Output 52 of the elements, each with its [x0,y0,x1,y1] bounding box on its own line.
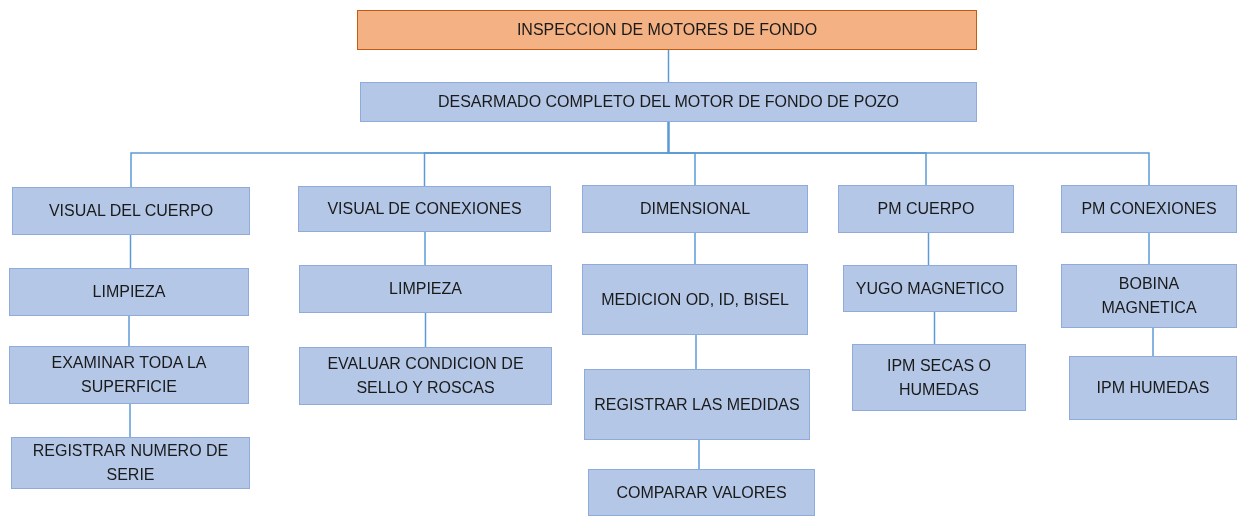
box-text: EXAMINAR TODA LA SUPERFICIE [50,353,208,397]
process-box [584,369,810,440]
connector-line [424,231,426,266]
connector-line [694,232,696,265]
connector-line [129,403,131,438]
process-box [299,265,552,313]
box-text: IPM SECAS O HUMEDAS [886,355,992,400]
process-box [9,268,249,316]
process-box [12,187,250,235]
box-text: BOBINA MAGNETICA [1100,274,1198,318]
process-box [1061,264,1237,328]
box-text: REGISTRAR NUMERO DE SERIE [31,441,230,485]
box-text: COMPARAR VALORES [616,482,787,503]
box-text: INSPECCION DE MOTORES DE FONDO [516,20,818,40]
process-box [360,82,977,122]
box-text: LIMPIEZA [92,282,166,302]
box-text: MEDICION OD, ID, BISEL [601,289,789,310]
process-box [9,346,249,404]
box-text: LIMPIEZA [389,279,462,299]
connector-line [1148,232,1150,265]
process-box [843,265,1017,312]
box-text: DESARMADO COMPLETO DEL MOTOR DE FONDO DE POZO [437,92,900,112]
connector-line [933,311,936,345]
process-box [582,185,808,233]
connector-line [129,234,132,269]
box-text: PM CONEXIONES [1081,199,1217,219]
box-text: VISUAL DEL CUERPO [48,201,214,221]
process-box [299,347,552,405]
connector-line [667,121,1150,186]
process-box [588,469,815,516]
box-text: DIMENSIONAL [639,199,751,219]
process-box [852,344,1026,411]
connector-line [927,232,930,266]
connector-line [1152,327,1154,357]
box-text: REGISTRAR LAS MEDIDAS [594,394,800,415]
process-box [1069,356,1237,420]
box-text: IPM HUMEDAS [1096,378,1210,398]
process-box [11,437,250,489]
box-text: EVALUAR CONDICION DE SELLO Y ROSCAS [326,354,525,398]
process-box [1061,185,1237,233]
box-text: YUGO MAGNETICO [855,278,1005,299]
title-box [357,10,977,50]
box-text: VISUAL DE CONEXIONES [327,199,522,219]
process-box [298,186,551,232]
connector-line [424,312,427,348]
connector-line [695,334,697,370]
process-box [838,185,1014,233]
process-box [582,264,808,335]
connector-line [698,439,700,470]
box-text: PM CUERPO [877,199,975,219]
connector-line [128,315,130,347]
connector-line [667,49,670,83]
